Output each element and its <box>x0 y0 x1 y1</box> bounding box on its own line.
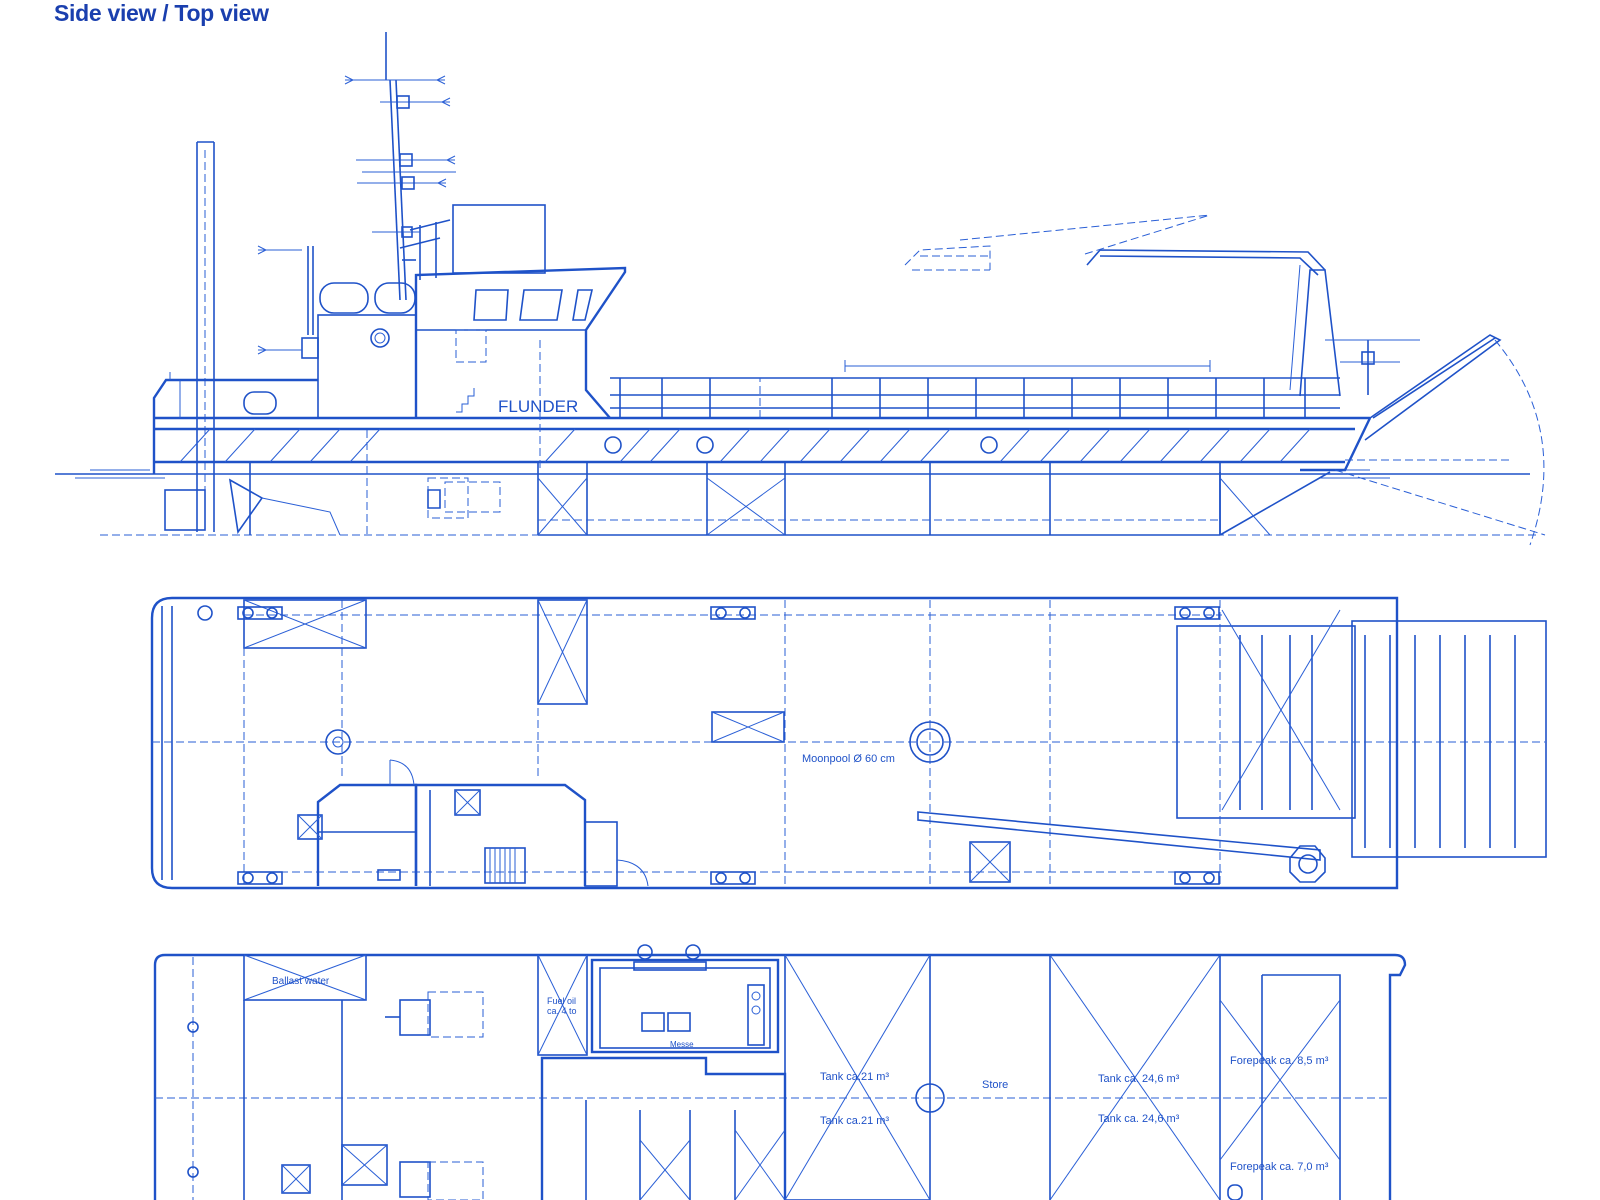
waterline <box>55 469 1530 479</box>
rudder <box>164 478 341 536</box>
store-label: Store <box>982 1079 1008 1091</box>
forepeak-2-label: Forepeak ca. 7,0 m³ <box>1230 1161 1329 1173</box>
forepeak-1-label: Forepeak ca. 8,5 m³ <box>1230 1055 1329 1067</box>
tank-a2-label: Tank ca.21 m³ <box>820 1115 889 1127</box>
bollards <box>197 605 1220 885</box>
vessel-name: FLUNDER <box>498 397 578 416</box>
hull <box>100 334 1546 546</box>
fuel-label-2: ca. 4 to <box>547 1006 577 1016</box>
hatch-belt <box>179 428 1311 463</box>
moonpool-label: Moonpool Ø 60 cm <box>802 753 895 765</box>
deckhouse-plan <box>297 759 649 887</box>
ballast-label: Ballast water <box>272 976 330 987</box>
engine-room <box>366 340 541 535</box>
main-mast <box>344 32 456 301</box>
ramp-slats <box>1221 609 1516 848</box>
top-view: Moonpool Ø 60 cm <box>150 596 1547 890</box>
superstructure <box>169 204 627 419</box>
engines <box>281 991 484 1200</box>
mess-label: Messe <box>670 1040 694 1049</box>
deck-railing <box>610 360 1340 418</box>
tank-b1-label: Tank ca. 24,6 m³ <box>1098 1073 1180 1085</box>
lower-deck: Ballast water Fuel oil ca. 4 to <box>153 944 1407 1200</box>
crane <box>904 214 1420 397</box>
fuel-label-1: Fuel oil <box>547 996 576 1006</box>
tank-a1-label: Tank ca.21 m³ <box>820 1071 889 1083</box>
side-view: FLUNDER <box>55 32 1546 546</box>
tank-b2-label: Tank ca. 24,6 m³ <box>1098 1113 1180 1125</box>
page-title: Side view / Top view <box>54 0 269 26</box>
stern-pole <box>196 141 215 532</box>
